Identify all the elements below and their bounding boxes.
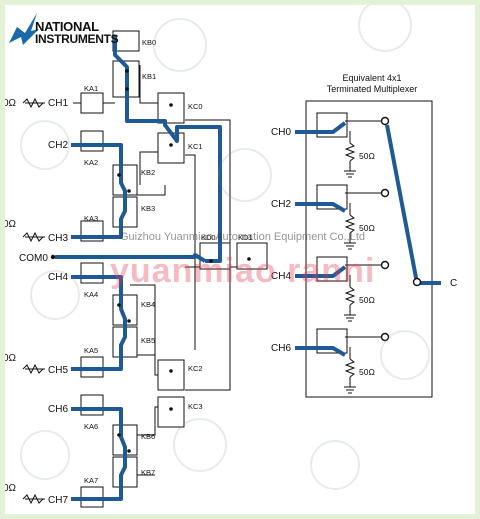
resistor-ch1-value: 0Ω <box>5 98 17 109</box>
national-instruments-logo: NATIONAL INSTRUMENTS <box>5 5 141 51</box>
label-kc0: KC0 <box>188 102 203 111</box>
label-kb5: KB5 <box>141 336 155 345</box>
relay-box-kc2 <box>157 359 185 391</box>
ni-eagle-icon <box>9 13 39 45</box>
label-kd1: KD1 <box>238 233 253 242</box>
label-kb0: KB0 <box>142 38 156 47</box>
label-ch6: CH6 <box>48 404 68 415</box>
relay-box-kc0 <box>157 92 185 124</box>
label-kc3: KC3 <box>188 402 203 411</box>
label-ch4: CH4 <box>48 272 68 283</box>
label-ch5: CH5 <box>48 365 68 376</box>
relay-schematic: KB0 KB1 KA1 KA2 KB2 KB3 KA3 KC0 KC1 KA4 … <box>5 5 457 508</box>
label-ch2: CH2 <box>48 140 68 151</box>
label-kb1: KB1 <box>142 72 156 81</box>
label-kc2: KC2 <box>188 364 203 373</box>
relay-boxes <box>80 30 268 508</box>
label-ka4: KA4 <box>84 290 98 299</box>
relay-box-ka1 <box>80 92 104 114</box>
label-ka7: KA7 <box>84 476 98 485</box>
relay-box-ka6 <box>80 394 104 416</box>
label-ch3: CH3 <box>48 233 68 244</box>
relay-box-kc3 <box>157 396 185 428</box>
relay-box-kc1 <box>157 132 185 164</box>
label-kb7: KB7 <box>141 468 155 477</box>
label-kb6: KB6 <box>141 432 155 441</box>
watermark-seals <box>20 5 430 490</box>
relay-box-ka2 <box>80 130 104 152</box>
resistor-ch3-value: 0Ω <box>5 219 17 230</box>
relay-labels: KB0 KB1 KA1 KA2 KB2 KB3 KA3 KC0 KC1 KA4 … <box>84 38 253 485</box>
equivalent-input-ch4: CH4 <box>271 271 291 282</box>
label-ka6: KA6 <box>84 422 98 431</box>
equivalent-resistor-1: 50Ω <box>359 151 375 161</box>
label-com0: COM0 <box>19 253 48 264</box>
equivalent-input-ch6: CH6 <box>271 343 291 354</box>
label-ka5: KA5 <box>84 346 98 355</box>
equivalent-title-line1: Equivalent 4x1 <box>342 73 401 83</box>
equivalent-input-ch0: CH0 <box>271 127 291 138</box>
resistor-symbols <box>22 97 44 505</box>
label-ch7: CH7 <box>48 495 68 506</box>
logo-line1: NATIONAL <box>35 19 99 34</box>
equivalent-resistor-3: 50Ω <box>359 295 375 305</box>
resistor-ch7-value: 0Ω <box>5 483 17 494</box>
signal-bus <box>55 35 222 501</box>
label-ka1: KA1 <box>84 84 98 93</box>
contact-dots <box>50 69 251 453</box>
logo-line2: INSTRUMENTS <box>35 32 119 46</box>
equivalent-resistor-2: 50Ω <box>359 223 375 233</box>
equivalent-multiplexer: Equivalent 4x1 Terminated Multiplexer <box>271 73 457 398</box>
equivalent-resistor-4: 50Ω <box>359 367 375 377</box>
label-kb3: KB3 <box>141 204 155 213</box>
resistor-ch5-value: 0Ω <box>5 353 17 364</box>
label-kd0: KD0 <box>201 233 216 242</box>
equivalent-output-label: C <box>450 278 457 289</box>
label-kb4: KB4 <box>141 300 155 309</box>
equivalent-input-ch2: CH2 <box>271 199 291 210</box>
equivalent-box <box>305 100 433 398</box>
relay-box-ka4 <box>80 262 104 284</box>
label-ka3: KA3 <box>84 214 98 223</box>
label-ch1: CH1 <box>48 98 68 109</box>
relay-box-kd1 <box>236 242 268 270</box>
equivalent-title-line2: Terminated Multiplexer <box>327 84 418 94</box>
diagram-canvas: KB0 KB1 KA1 KA2 KB2 KB3 KA3 KC0 KC1 KA4 … <box>5 5 475 514</box>
label-kb2: KB2 <box>141 168 155 177</box>
label-kc1: KC1 <box>188 142 203 151</box>
label-ka2: KA2 <box>84 158 98 167</box>
relay-box-kd0 <box>199 242 231 270</box>
channel-labels: 0Ω CH1 CH2 0Ω CH3 COM0 CH4 0Ω CH5 CH6 0Ω… <box>5 98 68 506</box>
